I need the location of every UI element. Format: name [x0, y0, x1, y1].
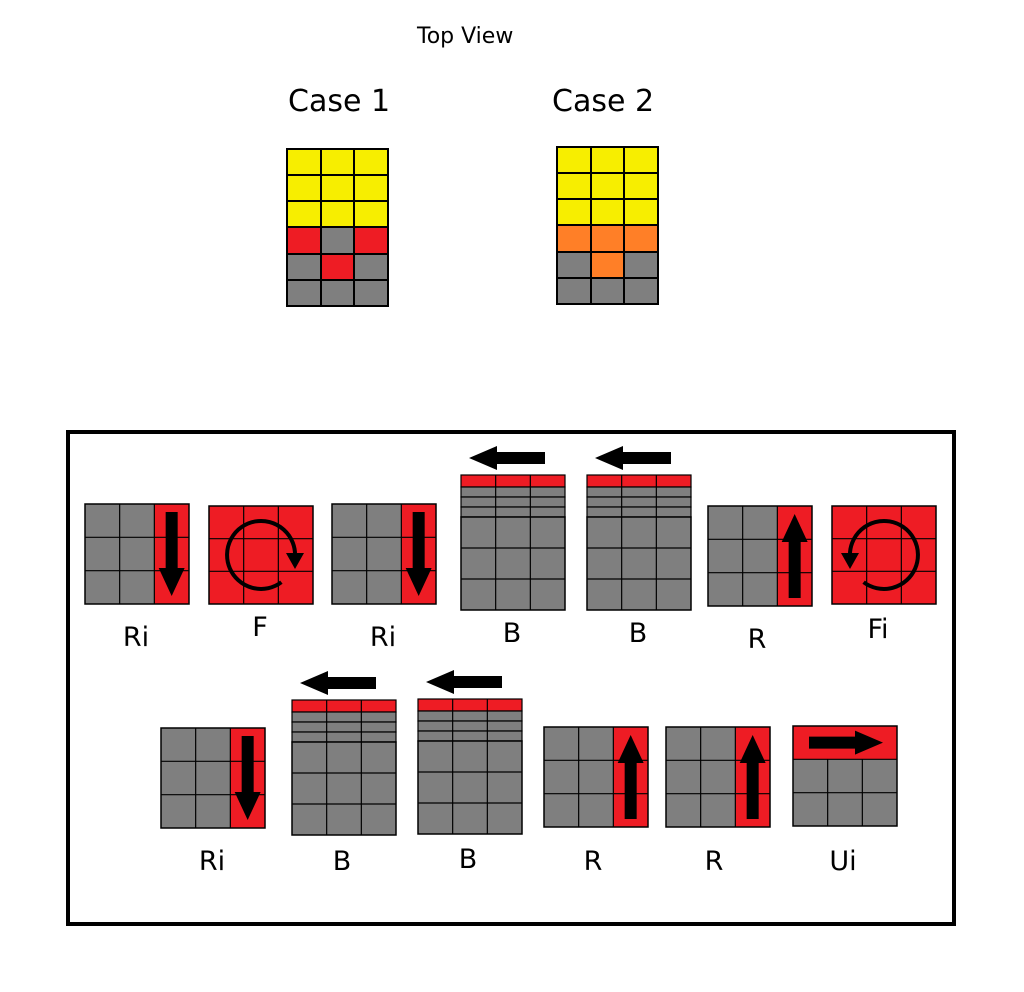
- sticker: [624, 251, 658, 278]
- clockwise-rotation-icon: [208, 505, 314, 605]
- sticker: [624, 225, 658, 252]
- back-layer-left-arrow-icon: [417, 670, 523, 835]
- sticker: [320, 227, 355, 254]
- move-label: Ri: [369, 622, 397, 653]
- sticker: [287, 149, 321, 176]
- sticker: [557, 199, 591, 226]
- case-2-label: Case 2: [552, 84, 655, 119]
- sticker: [590, 199, 625, 226]
- sticker: [320, 175, 355, 202]
- sticker: [320, 279, 355, 306]
- sticker: [320, 253, 355, 280]
- sticker: [557, 251, 591, 278]
- sticker: [624, 199, 658, 226]
- case-1-cube-top-view: [286, 148, 389, 307]
- case-1-label: Case 1: [288, 84, 391, 119]
- right-column-down-arrow-icon: [331, 503, 437, 605]
- page-title: Top View: [417, 24, 514, 49]
- counterclockwise-rotation-icon: [831, 505, 937, 605]
- sticker: [624, 147, 658, 174]
- sticker: [287, 279, 321, 306]
- move-label: F: [252, 612, 268, 643]
- sticker: [624, 277, 658, 304]
- move-label: R: [747, 624, 767, 655]
- sticker: [590, 277, 625, 304]
- move-sequence-panel: [66, 430, 956, 926]
- move-label: R: [583, 846, 603, 877]
- sticker: [557, 225, 591, 252]
- sticker: [354, 279, 388, 306]
- case-2-cube-top-view: [556, 146, 659, 305]
- move-label: Ri: [198, 846, 226, 877]
- right-column-up-arrow-icon: [543, 726, 649, 828]
- sticker: [354, 253, 388, 280]
- sticker: [590, 225, 625, 252]
- right-column-up-arrow-icon: [707, 505, 813, 607]
- sticker: [354, 201, 388, 228]
- back-layer-left-arrow-icon: [460, 446, 566, 611]
- move-label: Ui: [829, 846, 857, 877]
- move-label: B: [502, 618, 522, 649]
- move-label: B: [458, 844, 478, 875]
- sticker: [557, 277, 591, 304]
- sticker: [287, 227, 321, 254]
- sticker: [287, 201, 321, 228]
- back-layer-left-arrow-icon: [291, 671, 397, 836]
- sticker: [624, 173, 658, 200]
- sticker: [590, 173, 625, 200]
- sticker: [354, 149, 388, 176]
- right-column-up-arrow-icon: [665, 726, 771, 828]
- top-row-right-arrow-icon: [792, 725, 898, 827]
- sticker: [590, 147, 625, 174]
- sticker: [557, 173, 591, 200]
- sticker: [354, 227, 388, 254]
- sticker: [287, 175, 321, 202]
- move-label: B: [628, 618, 648, 649]
- right-column-down-arrow-icon: [84, 503, 190, 605]
- sticker: [320, 201, 355, 228]
- sticker: [287, 253, 321, 280]
- sticker: [354, 175, 388, 202]
- sticker: [320, 149, 355, 176]
- move-label: B: [332, 846, 352, 877]
- back-layer-left-arrow-icon: [586, 446, 692, 611]
- sticker: [590, 251, 625, 278]
- right-column-down-arrow-icon: [160, 727, 266, 829]
- move-label: Fi: [867, 614, 889, 645]
- sticker: [557, 147, 591, 174]
- move-label: Ri: [122, 622, 150, 653]
- move-label: R: [704, 846, 724, 877]
